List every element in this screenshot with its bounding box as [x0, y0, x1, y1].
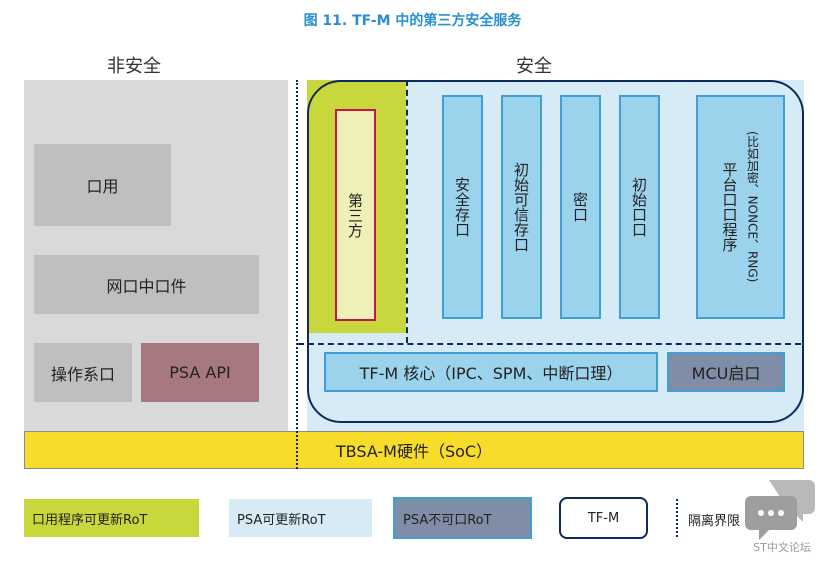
platform-service-box: 平台口口程序 (比如加密、NONCE、RNG) [696, 95, 785, 319]
legend-app-updatable-rot: 口用程序可更新RoT [24, 499, 199, 537]
secure-label: 安全 [516, 56, 552, 77]
nonsecure-label: 非安全 [107, 56, 161, 77]
platform-service-sublabel: (比如加密、NONCE、RNG) [745, 131, 760, 283]
secure-storage-box: 安全存口 [442, 95, 483, 319]
legend-tfm: TF-M [559, 497, 648, 539]
chat-bubble-icon [745, 480, 815, 540]
watermark-text: ST中文论坛 [753, 541, 811, 554]
middleware-box: 网口中口件 [34, 255, 259, 314]
app-rot-boundary-horizontal [298, 343, 801, 345]
secure-storage-label: 安全存口 [453, 177, 471, 237]
initial-attestation-label: 初始口口 [630, 177, 648, 237]
app-rot-boundary-vertical [406, 80, 408, 343]
legend-isolation-boundary: 隔离界限 [688, 514, 741, 529]
tfm-frame [307, 80, 804, 423]
platform-service-label: 平台口口程序 [720, 162, 739, 252]
hardware-bar: TBSA-M硬件（SoC） [24, 431, 804, 469]
isolation-boundary-line [296, 80, 298, 469]
third-party-box: 第三方 [335, 109, 376, 321]
legend-psa-immutable-rot: PSA不可口RoT [393, 497, 532, 539]
initial-attestation-storage-label: 初始可信存口 [512, 162, 530, 252]
legend-isolation-line [676, 499, 678, 537]
initial-attestation-box: 初始口口 [619, 95, 660, 319]
third-party-label: 第三方 [346, 192, 364, 238]
mcu-boot-box: MCU启口 [667, 352, 785, 392]
tfm-core-box: TF-M 核心（IPC、SPM、中断口理） [324, 352, 658, 392]
psa-api-box: PSA API [141, 343, 259, 402]
legend-psa-updatable-rot: PSA可更新RoT [229, 499, 372, 537]
initial-attestation-storage-box: 初始可信存口 [501, 95, 542, 319]
crypto-label: 密口 [571, 192, 589, 222]
os-box: 操作系口 [34, 343, 132, 402]
figure-title: 图 11. TF-M 中的第三方安全服务 [303, 13, 522, 29]
crypto-box: 密口 [560, 95, 601, 319]
application-box: 口用 [34, 144, 171, 226]
